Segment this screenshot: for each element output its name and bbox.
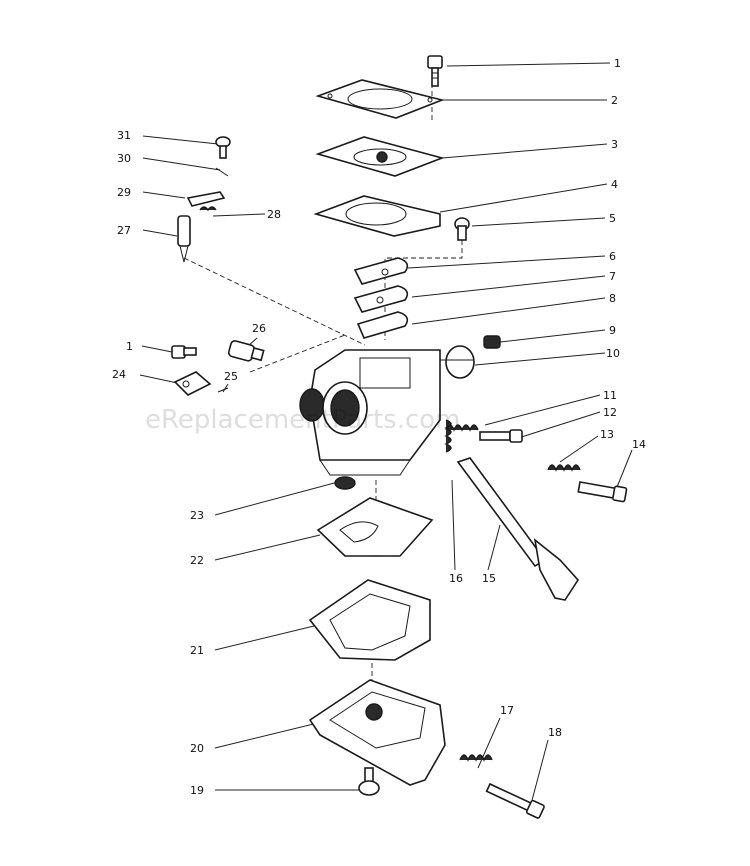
screen-part-23 (334, 476, 356, 490)
screw-part-19 (358, 767, 380, 796)
disc-part-10 (440, 345, 475, 379)
callout-28: 28 (267, 208, 281, 221)
callout-9: 9 (609, 324, 616, 337)
callout-22: 22 (190, 554, 204, 567)
pin-part-30 (215, 167, 229, 177)
callout-19: 19 (190, 784, 204, 797)
adjuster-part-9 (483, 335, 501, 349)
callout-20: 20 (190, 742, 204, 755)
callout-6: 6 (609, 250, 616, 263)
callout-24: 24 (112, 368, 126, 381)
gasket-part-21 (308, 579, 431, 661)
needle-part-12 (479, 429, 523, 443)
callout-21: 21 (190, 644, 204, 657)
callout-30: 30 (117, 152, 131, 165)
callout-13: 13 (600, 428, 614, 441)
plate-part-24 (173, 371, 212, 396)
spring-part-17 (459, 754, 493, 762)
diaphragm-part-3 (315, 136, 445, 177)
callout-18: 18 (548, 726, 562, 739)
gasket-part-4 (313, 195, 441, 237)
callout-15: 15 (482, 572, 496, 585)
callout-23: 23 (190, 509, 204, 522)
callout-14: 14 (632, 438, 646, 451)
callout-31: 31 (117, 129, 131, 142)
leader-lines (139, 62, 633, 809)
fitting-part-26 (227, 340, 265, 362)
spring-part-13 (547, 464, 581, 472)
throttle-shaft-part-15 (456, 457, 580, 601)
needle-part-14 (577, 481, 628, 503)
callout-1-left: 1 (126, 340, 133, 353)
spring-part-16 (444, 419, 452, 453)
watermark-text: eReplacementParts.com (145, 405, 461, 435)
screw-part-18 (485, 782, 545, 819)
callout-5: 5 (609, 212, 616, 225)
needle-valve-part-27 (177, 215, 191, 263)
callout-25: 25 (224, 370, 238, 383)
callout-8: 8 (609, 292, 616, 305)
valve-plates-parts-6-8 (353, 257, 409, 339)
pin-part-25 (217, 387, 229, 393)
callout-27: 27 (117, 224, 131, 237)
callout-16: 16 (449, 572, 463, 585)
callout-2: 2 (611, 94, 618, 107)
callout-7: 7 (609, 270, 616, 283)
callout-29: 29 (117, 186, 131, 199)
cover-part-20 (308, 679, 446, 786)
gasket-part-22 (316, 497, 434, 557)
callout-17: 17 (500, 704, 514, 717)
callout-4: 4 (611, 178, 618, 191)
screw-part-1 (427, 55, 443, 87)
callout-1-top: 1 (614, 57, 621, 70)
callout-26: 26 (252, 322, 266, 335)
lever-part-29 (186, 191, 226, 207)
screw-part-1-left (171, 345, 197, 359)
callout-3: 3 (611, 138, 618, 151)
carburetor-body (299, 349, 441, 476)
screw-part-31 (215, 136, 231, 159)
callout-11: 11 (603, 389, 617, 402)
cover-plate-part-2 (315, 79, 445, 119)
screw-part-5 (454, 217, 470, 241)
spring-part-28 (199, 206, 217, 212)
callout-10: 10 (606, 347, 620, 360)
callout-12: 12 (603, 406, 617, 419)
callout-labels: 1 2 3 4 5 6 7 8 9 10 11 12 13 14 15 16 1… (112, 57, 646, 797)
